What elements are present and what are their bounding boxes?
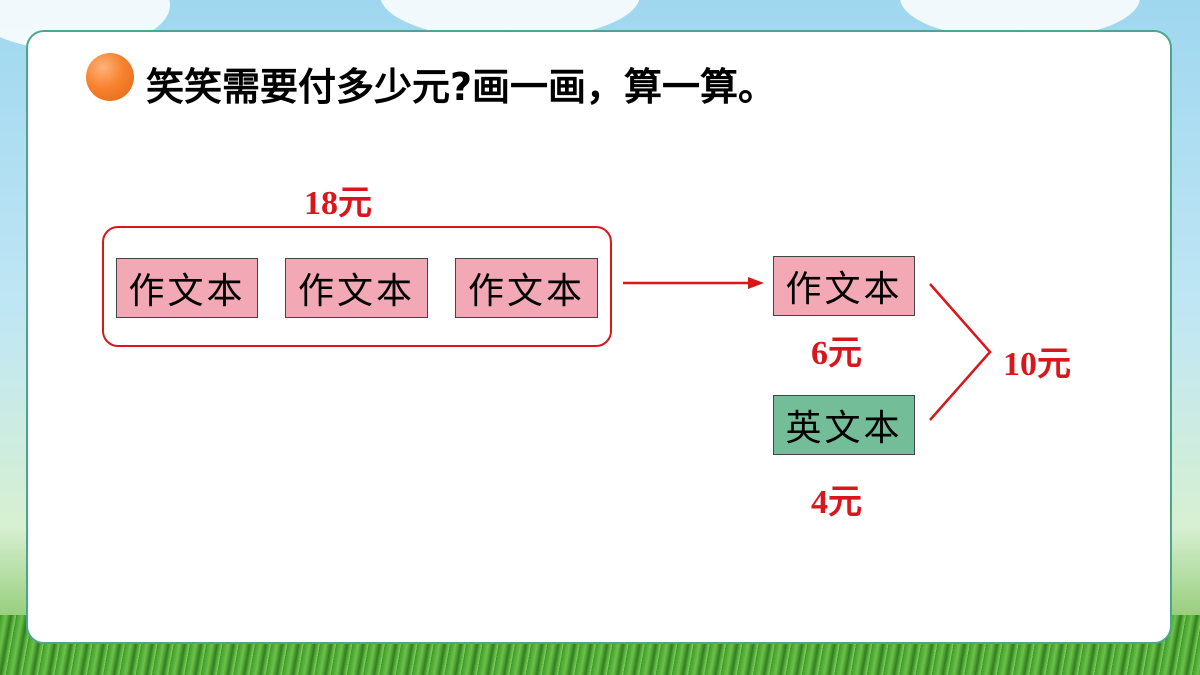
brace-icon (929, 283, 992, 421)
composition-book-1: 作文本 (116, 258, 258, 318)
group-price-label: 18元 (304, 185, 372, 222)
composition-book-2: 作文本 (285, 258, 428, 318)
total-price: 10元 (1003, 346, 1071, 383)
english-book: 英文本 (773, 395, 915, 455)
arrowhead-icon (748, 277, 764, 289)
question-text: 笑笑需要付多少元?画一画，算一算。 (146, 65, 777, 109)
three-books-group-frame (102, 226, 612, 347)
english-book-price: 4元 (811, 484, 862, 521)
orange-bullet-icon (86, 53, 134, 101)
single-book-price: 6元 (811, 335, 862, 372)
composition-book-3: 作文本 (455, 258, 598, 318)
single-composition-book: 作文本 (773, 256, 915, 316)
